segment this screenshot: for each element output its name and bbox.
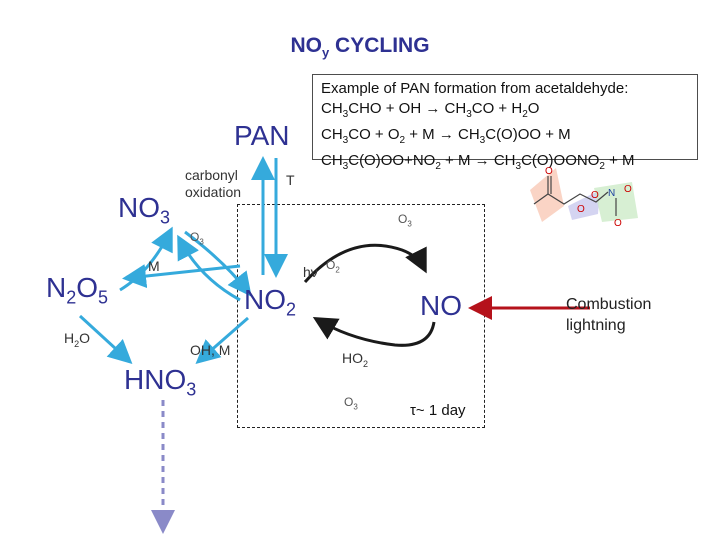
title-rest: CYCLING	[329, 34, 430, 57]
arrow-no2-to-hno3	[195, 316, 249, 364]
species-no3: NO3	[118, 192, 171, 228]
reaction-arrow-icon: →	[438, 126, 454, 143]
species-no: NO	[420, 290, 462, 321]
label-lifetime: τ~ 1 day	[410, 402, 466, 419]
label-o3-left: O3	[190, 230, 204, 247]
arrow-to-n2o5	[122, 264, 241, 289]
svg-text:O: O	[591, 190, 599, 201]
svg-text:O: O	[624, 184, 632, 195]
svg-text:O: O	[577, 204, 585, 215]
reaction-line-1: CH3CHO + OH → CH3CO + H2O	[321, 100, 540, 120]
pan-example-box: Example of PAN formation from acetaldehy…	[312, 74, 698, 172]
species-n2o5: N2O5	[46, 272, 109, 308]
example-heading: Example of PAN formation from acetaldehy…	[321, 80, 629, 97]
svg-text:O: O	[545, 166, 553, 177]
label-oh-m: OH, M	[190, 342, 231, 358]
arrow-no-to-no2	[312, 316, 436, 347]
arrow-n2o5-to-no3	[119, 226, 173, 292]
diagram-title: NOy CYCLING	[0, 34, 720, 60]
reaction-arrow-icon: →	[425, 100, 441, 117]
reaction-arrow-icon: →	[474, 152, 490, 169]
svg-text:O: O	[614, 218, 622, 229]
title-main: NO	[290, 34, 322, 57]
label-carbonyl-oxidation: carbonyl oxidation	[185, 167, 242, 200]
pan-molecule-icon: O O O N O O	[530, 166, 638, 229]
label-o3-box: O3	[398, 212, 412, 229]
title-sub: y	[321, 45, 330, 61]
label-m: M	[148, 258, 160, 274]
reaction-line-2: CH3CO + O2 + M → CH3C(O)OO + M	[321, 126, 571, 146]
species-no2: NO2	[244, 284, 297, 320]
arrow-no2-to-no	[303, 243, 427, 284]
label-o2: O2	[326, 258, 340, 275]
label-o3-bottom: O3	[344, 395, 358, 412]
svg-text:N: N	[608, 188, 615, 199]
species-pan: PAN	[234, 120, 290, 151]
arrow-no2-to-no3-lower	[177, 234, 241, 302]
reaction-line-3: CH3C(O)OO+NO2 + M → CH3C(O)OONO2 + M	[321, 152, 635, 172]
label-hv: hν	[303, 264, 318, 280]
label-ho2: HO2	[342, 350, 369, 369]
label-h2o: H2O	[64, 330, 91, 349]
arrow-n2o5-to-hno3	[78, 314, 133, 365]
label-temperature: T	[286, 172, 295, 188]
label-combustion-lightning: Combustion lightning	[566, 296, 652, 334]
species-hno3: HNO3	[124, 364, 197, 400]
